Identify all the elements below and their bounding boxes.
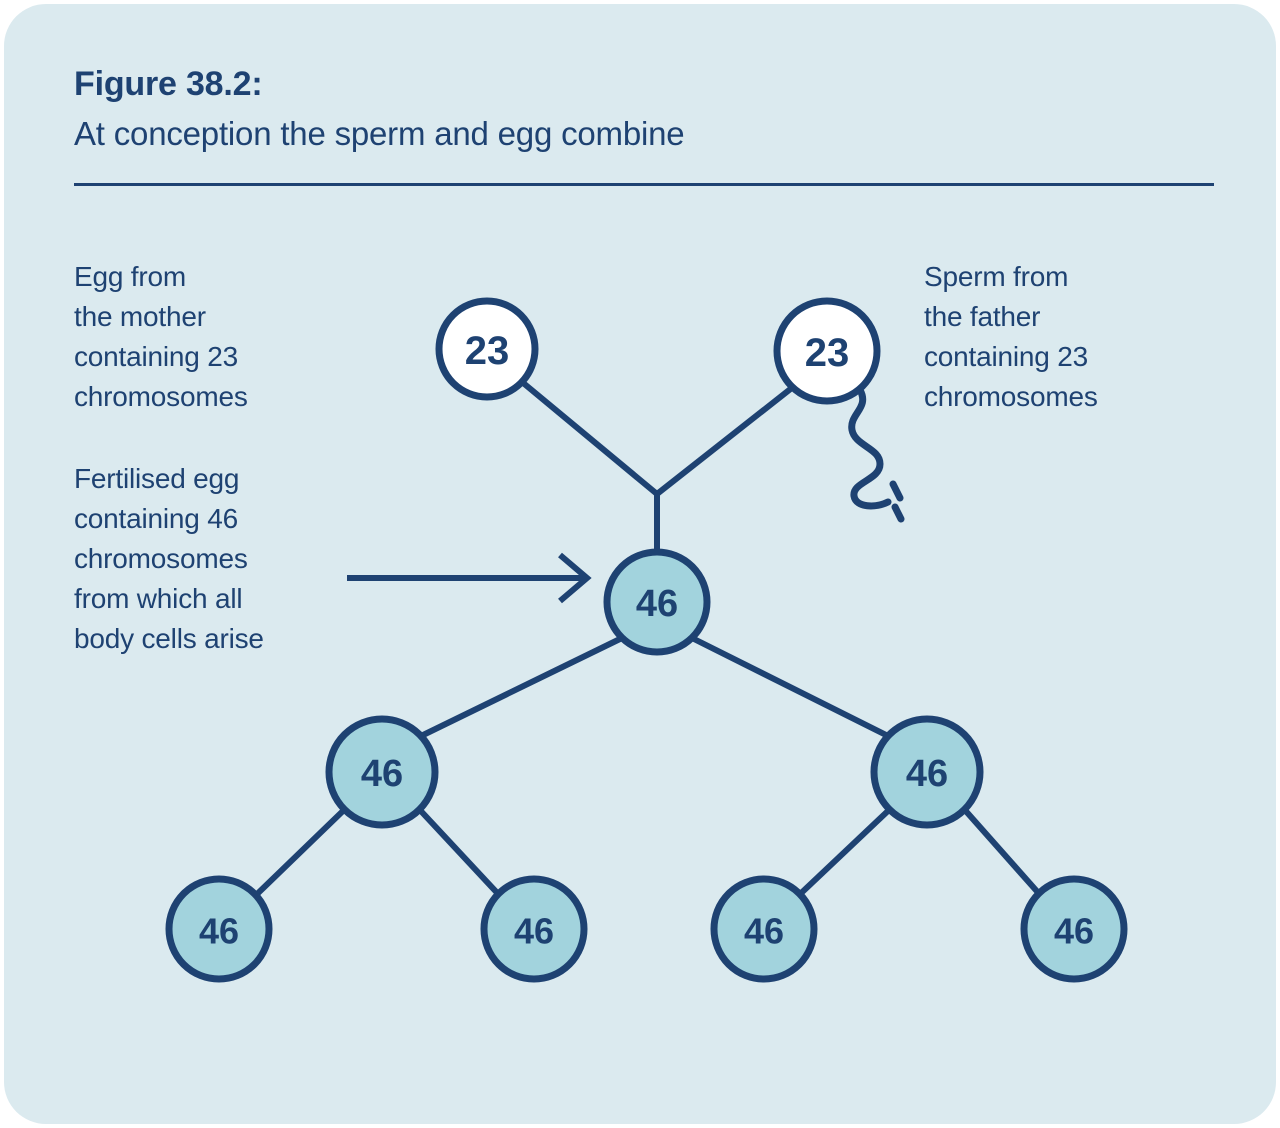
node-cell-right-right-circle[interactable] <box>1020 875 1128 983</box>
edge-zygote-to-cell-r <box>690 635 892 740</box>
node-cell-right-label: 46 <box>906 753 948 795</box>
title-divider <box>74 183 1214 186</box>
annotation-fertilised-egg: Fertilised egg containing 46 chromosomes… <box>74 463 264 654</box>
node-cell-left-label: 46 <box>361 753 403 795</box>
sperm-tail-dash-2 <box>891 503 905 523</box>
node-cell-left[interactable]: 46 <box>325 715 439 829</box>
sperm-tail <box>848 386 905 523</box>
node-cell-left-left-label: 46 <box>199 911 239 952</box>
node-cell-left-left[interactable]: 46 <box>165 875 273 983</box>
figure-title-block: Figure 38.2: At conception the sperm and… <box>74 62 1214 156</box>
node-sperm-label: 23 <box>805 331 850 375</box>
annotation-egg: Egg from the mother containing 23 chromo… <box>74 261 248 412</box>
node-cell-right-left-label: 46 <box>744 911 784 952</box>
node-cell-right-right[interactable]: 46 <box>1020 875 1128 983</box>
node-sperm-circle[interactable] <box>773 297 881 405</box>
node-cell-left-right-label: 46 <box>514 911 554 952</box>
node-cell-right-circle[interactable] <box>870 715 984 829</box>
edge-cell-l-to-cell-lr <box>416 806 504 900</box>
node-egg-label: 23 <box>465 329 510 373</box>
edge-cell-r-to-cell-rr <box>961 807 1045 899</box>
pointer-arrow-head <box>558 552 592 604</box>
node-zygote-circle[interactable] <box>603 548 711 656</box>
edge-egg-to-fusion <box>520 379 659 497</box>
edge-zygote-to-cell-l <box>417 635 624 740</box>
figure-number: Figure 38.2: <box>74 65 263 103</box>
node-cell-left-right[interactable]: 46 <box>480 875 588 983</box>
node-cell-right[interactable]: 46 <box>870 715 984 829</box>
figure-panel: Figure 38.2: At conception the sperm and… <box>4 4 1276 1124</box>
node-cell-right-right-label: 46 <box>1054 911 1094 952</box>
node-egg[interactable]: 23 <box>435 297 539 401</box>
figure-caption: At conception the sperm and egg combine <box>74 115 685 152</box>
node-cell-left-right-circle[interactable] <box>480 875 588 983</box>
edge-cell-l-to-cell-ll <box>251 806 348 900</box>
node-cell-right-left-circle[interactable] <box>710 875 818 983</box>
node-cell-left-left-circle[interactable] <box>165 875 273 983</box>
annotation-sperm: Sperm from the father containing 23 chro… <box>924 261 1098 412</box>
node-cell-right-left[interactable]: 46 <box>710 875 818 983</box>
edge-sperm-to-fusion <box>655 384 795 497</box>
sperm-tail-wave <box>848 386 892 510</box>
edge-cell-r-to-cell-rl <box>794 806 893 900</box>
pointer-arrow <box>347 552 592 604</box>
node-cell-left-circle[interactable] <box>325 715 439 829</box>
node-zygote-label: 46 <box>636 583 678 625</box>
sperm-tail-dash-1 <box>889 480 904 502</box>
node-egg-circle[interactable] <box>435 297 539 401</box>
chromosome-division-diagram: 23 23 46 46 46 46 46 46 <box>165 297 1128 983</box>
node-sperm[interactable]: 23 <box>773 297 881 405</box>
node-zygote[interactable]: 46 <box>603 548 711 656</box>
